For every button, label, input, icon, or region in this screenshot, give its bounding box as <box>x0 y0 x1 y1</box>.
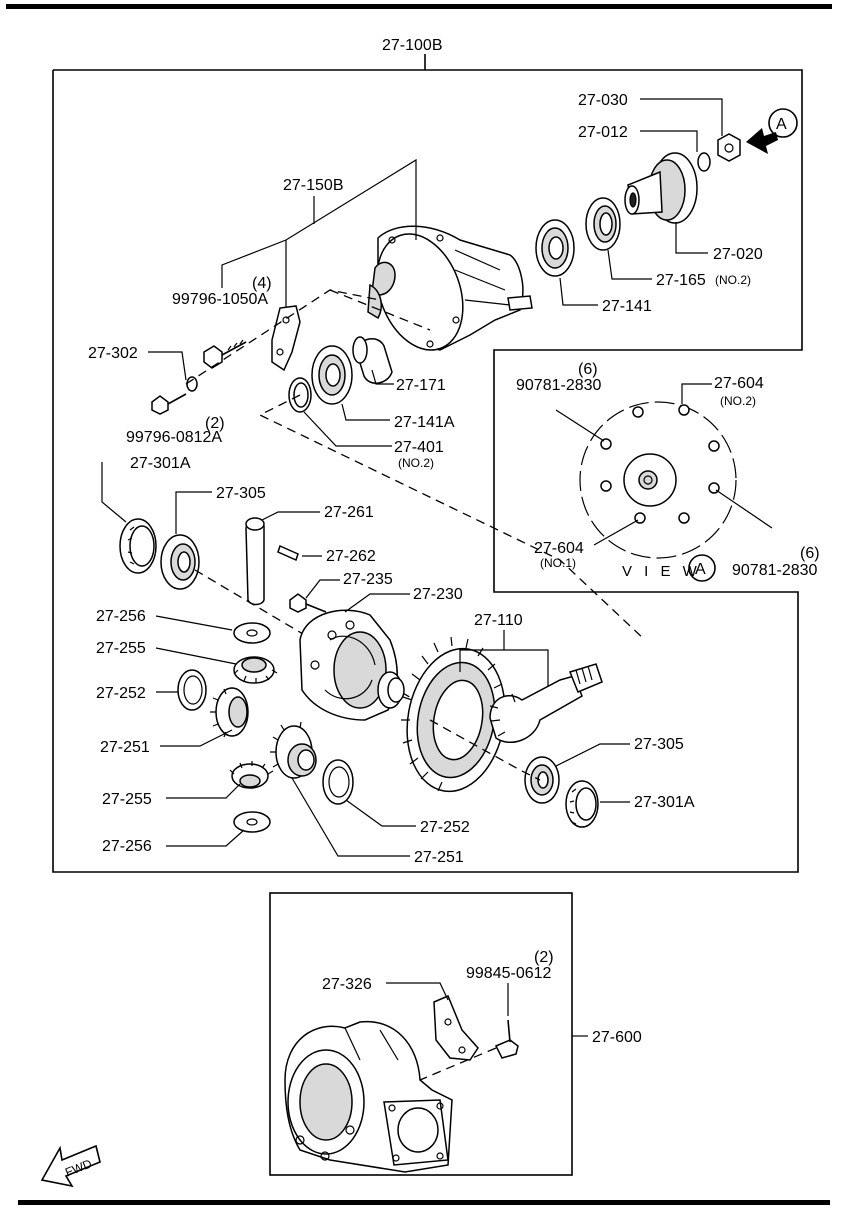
bottom-rule <box>18 1200 830 1205</box>
label-27-165-sub: (NO.2) <box>715 273 751 287</box>
label-27-256-bottom: 27-256 <box>102 838 152 855</box>
label-99845-qty: (2) <box>534 949 554 966</box>
fwd-arrow-icon: FWD <box>40 1144 101 1188</box>
adjuster-right <box>565 780 599 828</box>
label-27-301a-left: 27-301A <box>130 455 191 472</box>
assembly-title: 27-100B <box>382 37 443 54</box>
bolt-1050a <box>203 339 247 369</box>
drive-pinion <box>489 663 603 743</box>
differential-carrier <box>367 225 533 351</box>
ring-gear <box>401 636 506 793</box>
label-27-261: 27-261 <box>324 504 374 521</box>
label-27-150b: 27-150B <box>283 177 344 194</box>
label-27-141a: 27-141A <box>394 414 455 431</box>
lock-pin <box>277 544 299 562</box>
carrier-housing <box>284 1020 453 1173</box>
side-gear-251-right <box>270 721 317 779</box>
bolt-27-235 <box>289 593 327 613</box>
callout-arrow-a: A <box>746 108 798 154</box>
side-gear-251-left <box>210 687 249 738</box>
label-90781-top: 90781-2830 <box>516 377 602 394</box>
collapsible-spacer <box>352 336 393 384</box>
label-27-012: 27-012 <box>578 124 628 141</box>
label-27-401-sub: (NO.2) <box>398 456 434 470</box>
differential-case <box>299 609 405 721</box>
label-90781-bottom-qty: (6) <box>800 545 820 562</box>
thrust-washer-252-left <box>177 669 207 711</box>
washer-27-302 <box>186 376 198 392</box>
svg-text:A: A <box>695 561 706 578</box>
pinion-shaft <box>245 517 265 606</box>
label-99845: 99845-0612 <box>466 965 552 982</box>
label-27-326: 27-326 <box>322 976 372 993</box>
top-rule <box>6 4 832 9</box>
label-27-252-left: 27-252 <box>96 685 146 702</box>
label-27-251-left: 27-251 <box>100 739 150 756</box>
label-27-030: 27-030 <box>578 92 628 109</box>
label-27-110: 27-110 <box>474 612 523 629</box>
label-27-020: 27-020 <box>713 246 763 263</box>
label-90781-bottom: 90781-2830 <box>732 562 818 579</box>
label-27-401: 27-401 <box>394 439 444 456</box>
view-a-flange <box>579 401 737 559</box>
thrust-washer-256-bottom <box>233 811 271 833</box>
label-27-171: 27-171 <box>396 377 446 394</box>
label-99796-1050a-qty: (4) <box>252 275 272 292</box>
label-27-252-right: 27-252 <box>420 819 470 836</box>
label-27-256-top: 27-256 <box>96 608 146 625</box>
label-27-230: 27-230 <box>413 586 463 603</box>
label-27-301a-right: 27-301A <box>634 794 695 811</box>
label-27-165: 27-165 <box>656 272 706 289</box>
svg-text:FWD: FWD <box>63 1156 94 1179</box>
label-27-262: 27-262 <box>326 548 376 565</box>
label-27-305-right: 27-305 <box>634 736 684 753</box>
oil-seal <box>585 197 621 251</box>
label-99796-1050a: 99796-1050A <box>172 291 268 308</box>
view-a-marker: A <box>688 554 716 582</box>
bracket <box>271 305 301 372</box>
front-bearing <box>311 345 353 405</box>
label-27-251-right: 27-251 <box>414 849 464 866</box>
thrust-washer-252-right <box>322 759 354 805</box>
label-90781-top-qty: (6) <box>578 361 598 378</box>
adjuster-left <box>119 518 157 574</box>
label-27-255-bottom: 27-255 <box>102 791 152 808</box>
washer <box>697 152 711 172</box>
bolt-0812a <box>151 393 187 415</box>
side-bearing-left <box>160 534 200 590</box>
bracket-27-326 <box>433 995 479 1061</box>
label-99796-0812a: 99796-0812A <box>126 429 222 446</box>
pinion-gear-255-bottom <box>229 761 274 789</box>
thrust-washer-256-top <box>233 622 271 644</box>
view-a-caption: V I E W <box>622 563 701 580</box>
pinion-gear-255-top <box>233 656 278 684</box>
label-27-255-top: 27-255 <box>96 640 146 657</box>
carrier-box <box>269 892 573 1176</box>
companion-flange <box>624 152 698 224</box>
label-27-600: 27-600 <box>592 1029 642 1046</box>
label-27-141: 27-141 <box>602 298 652 315</box>
label-27-604-no2-sub: (NO.2) <box>720 394 756 408</box>
label-27-305-left: 27-305 <box>216 485 266 502</box>
bolt-99845 <box>494 1019 519 1059</box>
label-27-302: 27-302 <box>88 345 138 362</box>
svg-text:A: A <box>776 116 787 133</box>
main-assembly-frame <box>52 54 803 873</box>
label-99796-0812a-qty: (2) <box>205 415 225 432</box>
label-27-235: 27-235 <box>343 571 393 588</box>
label-27-604-no1-sub: (NO.1) <box>540 556 576 570</box>
rear-bearing <box>535 219 575 277</box>
side-bearing-right <box>524 756 560 804</box>
lock-nut <box>717 133 741 162</box>
label-27-604-no2: 27-604 <box>714 375 764 392</box>
label-27-604-no1: 27-604 <box>534 540 584 557</box>
